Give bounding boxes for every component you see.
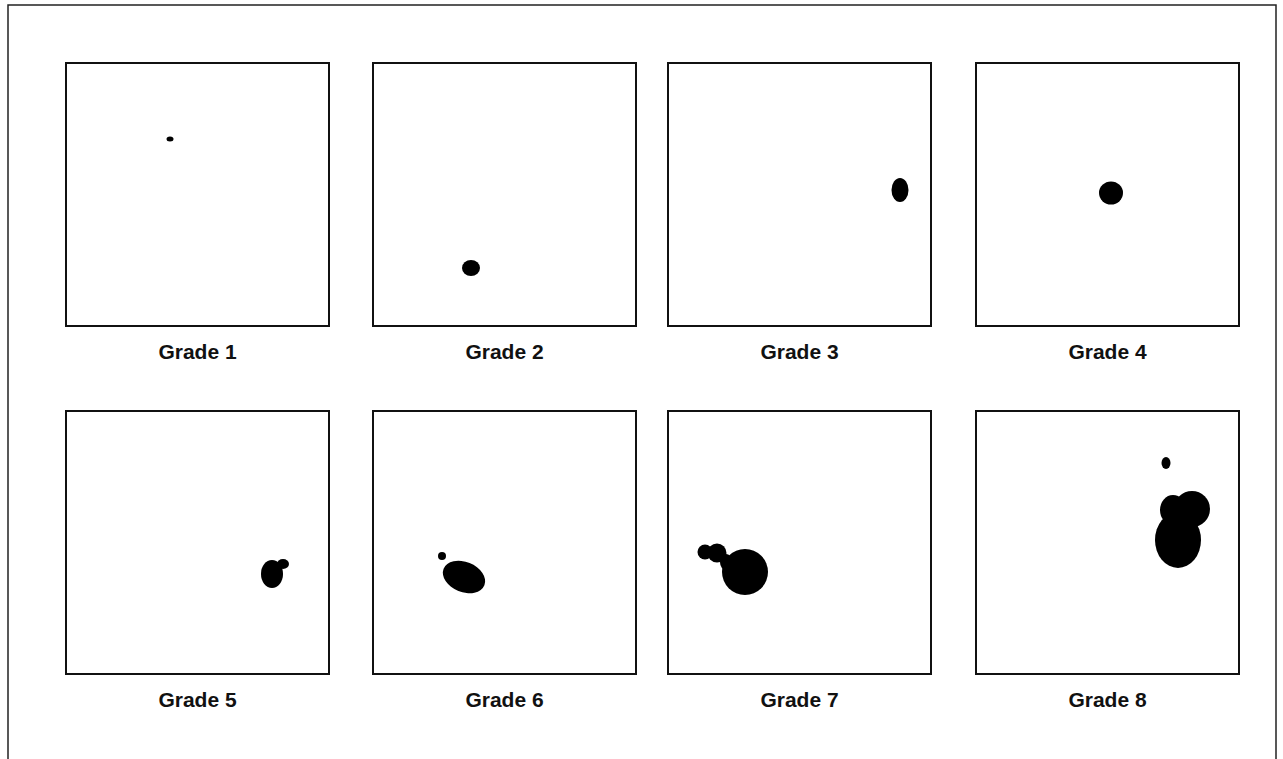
blob bbox=[167, 137, 174, 142]
blob bbox=[892, 178, 909, 202]
blob bbox=[1160, 495, 1186, 525]
grade-label: Grade 8 bbox=[947, 688, 1268, 712]
blob bbox=[462, 260, 480, 276]
grade-label: Grade 7 bbox=[639, 688, 960, 712]
grade-panel: Grade 6 bbox=[372, 410, 637, 675]
blobs bbox=[167, 137, 1211, 600]
grade-label: Grade 3 bbox=[639, 340, 960, 364]
grade-label: Grade 4 bbox=[947, 340, 1268, 364]
grade-panel: Grade 8 bbox=[975, 410, 1240, 675]
grade-label: Grade 6 bbox=[344, 688, 665, 712]
grade-panel: Grade 7 bbox=[667, 410, 932, 675]
blob bbox=[1099, 182, 1123, 205]
blob bbox=[1162, 457, 1171, 469]
blob bbox=[277, 559, 289, 569]
grade-panel: Grade 3 bbox=[667, 62, 932, 327]
grade-panel: Grade 2 bbox=[372, 62, 637, 327]
grade-panel: Grade 5 bbox=[65, 410, 330, 675]
outer-frame bbox=[8, 5, 1276, 759]
grade-label: Grade 1 bbox=[37, 340, 358, 364]
grade-panel: Grade 1 bbox=[65, 62, 330, 327]
grade-label: Grade 2 bbox=[344, 340, 665, 364]
grade-panel: Grade 4 bbox=[975, 62, 1240, 327]
blob bbox=[438, 555, 490, 599]
blob bbox=[720, 554, 732, 570]
grade-label: Grade 5 bbox=[37, 688, 358, 712]
blob bbox=[438, 552, 446, 560]
